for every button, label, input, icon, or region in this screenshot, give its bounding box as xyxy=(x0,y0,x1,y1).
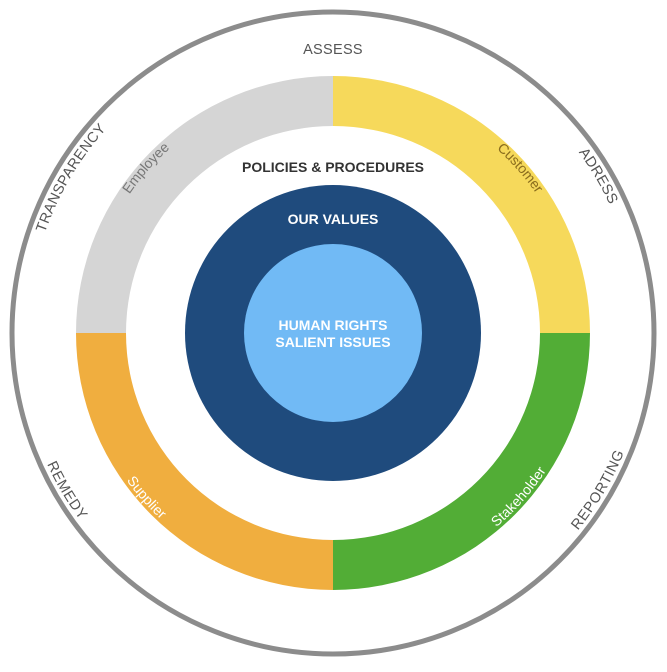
segment-employee xyxy=(76,76,333,333)
our-values-label: OUR VALUES xyxy=(288,211,379,227)
segment-customer xyxy=(333,76,590,333)
policies-procedures-label: POLICIES & PROCEDURES xyxy=(242,159,424,175)
outer-label-assess: ASSESS xyxy=(303,42,363,58)
segment-supplier xyxy=(76,333,333,590)
core-label-line2: SALIENT ISSUES xyxy=(275,334,390,350)
core-label-line1: HUMAN RIGHTS xyxy=(279,317,388,333)
segment-stakeholder xyxy=(333,333,590,590)
salient-issues-circle xyxy=(244,244,422,422)
